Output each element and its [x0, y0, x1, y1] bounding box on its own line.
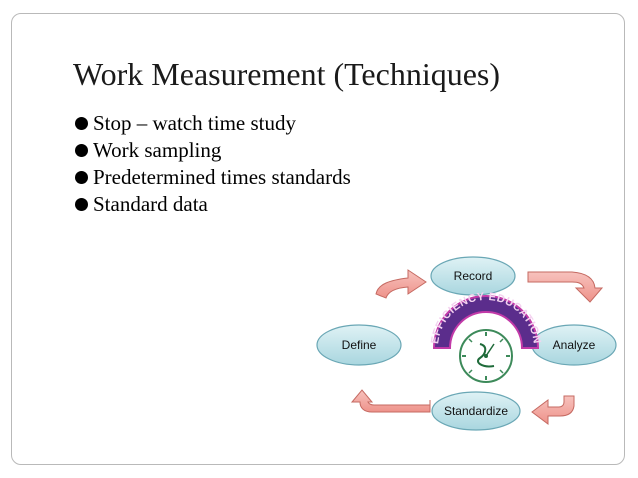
slide-title: Work Measurement (Techniques): [73, 56, 501, 92]
bullet-item-4: Standard data: [74, 191, 351, 218]
node-standardize: Standardize: [431, 391, 521, 431]
bullet-icon: [75, 198, 88, 211]
arrow-define-to-record-icon: [375, 269, 427, 299]
arrow-standardize-to-define-icon: [350, 389, 431, 413]
node-analyze-label: Analyze: [553, 338, 596, 352]
bullet-list: Stop – watch time study Work sampling Pr…: [74, 110, 351, 218]
arrow-analyze-to-standardize-icon: [531, 395, 575, 425]
node-record: Record: [430, 256, 516, 296]
bullet-item-1: Stop – watch time study: [74, 110, 351, 137]
bullet-icon: [75, 117, 88, 130]
cycle-diagram-svg: Record Analyze Standardize Define EFFICI…: [316, 256, 617, 431]
node-standardize-label: Standardize: [444, 404, 508, 418]
efficiency-education-logo: EFFICIENCY EDUCATION: [429, 291, 542, 383]
bullet-icon: [75, 144, 88, 157]
clock-icon: [459, 329, 513, 383]
bullet-item-2: Work sampling: [74, 137, 351, 164]
arrow-record-to-analyze-icon: [527, 271, 604, 303]
node-record-label: Record: [454, 269, 493, 283]
work-measurement-cycle-diagram: Record Analyze Standardize Define EFFICI…: [310, 248, 620, 448]
node-define: Define: [316, 324, 402, 366]
bullet-icon: [75, 171, 88, 184]
bullet-text: Predetermined times standards: [93, 165, 351, 189]
slide-frame: [11, 13, 625, 465]
bullet-item-3: Predetermined times standards: [74, 164, 351, 191]
node-define-label: Define: [342, 338, 377, 352]
node-analyze: Analyze: [531, 324, 617, 366]
bullet-text: Standard data: [93, 192, 208, 216]
bullet-text: Stop – watch time study: [93, 111, 296, 135]
bullet-text: Work sampling: [93, 138, 222, 162]
